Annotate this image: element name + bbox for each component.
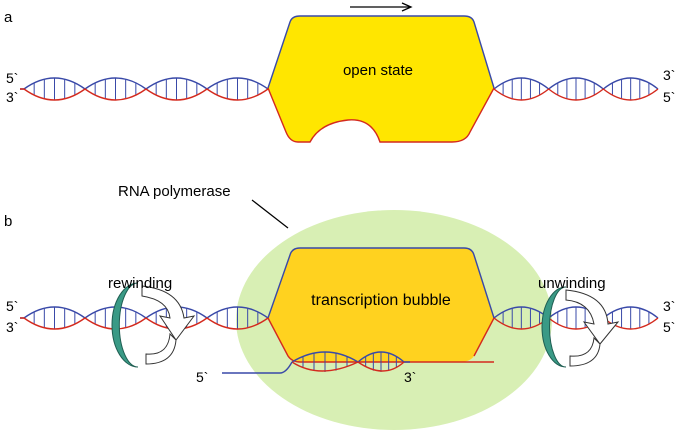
rewinding-label: rewinding	[108, 275, 172, 292]
end-label-b-left-bottom: 3`	[6, 319, 18, 335]
transcription-bubble-label: transcription bubble	[311, 292, 451, 309]
rna-dna-hybrid	[222, 351, 410, 374]
open-state-label: open state	[343, 62, 413, 79]
rewinding-enzyme	[111, 282, 196, 368]
rna-polymerase-label: RNA polymerase	[118, 183, 231, 200]
unwinding-arrow-icon	[565, 289, 620, 367]
dna-duplex-left-b	[20, 306, 269, 330]
end-label-a-left-top: 5`	[6, 70, 18, 86]
end-label-b-right-top: 3`	[663, 298, 675, 314]
unwinding-enzyme	[541, 286, 620, 368]
open-state-region	[268, 16, 494, 142]
unwinding-label: unwinding	[538, 275, 606, 292]
end-label-a-right-bottom: 5`	[663, 89, 675, 105]
polymerase-pointer-line	[251, 199, 289, 229]
panel-b-letter: b	[4, 213, 12, 230]
end-label-a-right-top: 3`	[663, 67, 675, 83]
panel-a-letter: a	[4, 9, 13, 26]
dna-duplex-right-a	[493, 77, 659, 101]
panel-a: a open state 5` 3` 3` 5`	[4, 2, 675, 143]
rna-transcript	[222, 361, 293, 374]
panel-b: b RNA polymerase 5` 3` trans	[4, 183, 675, 430]
end-label-b-right-bottom: 5`	[663, 319, 675, 335]
dna-duplex-right-b	[493, 306, 659, 330]
end-label-a-left-bottom: 3`	[6, 89, 18, 105]
rna-hybrid-end-label: 3`	[404, 369, 416, 385]
transcription-bubble	[268, 248, 494, 362]
rewinding-arrow-icon	[141, 285, 196, 365]
dna-duplex-left-a	[20, 77, 269, 101]
end-label-b-left-top: 5`	[6, 298, 18, 314]
direction-arrow-icon	[350, 2, 413, 12]
rna-start-end-label: 5`	[196, 369, 208, 385]
